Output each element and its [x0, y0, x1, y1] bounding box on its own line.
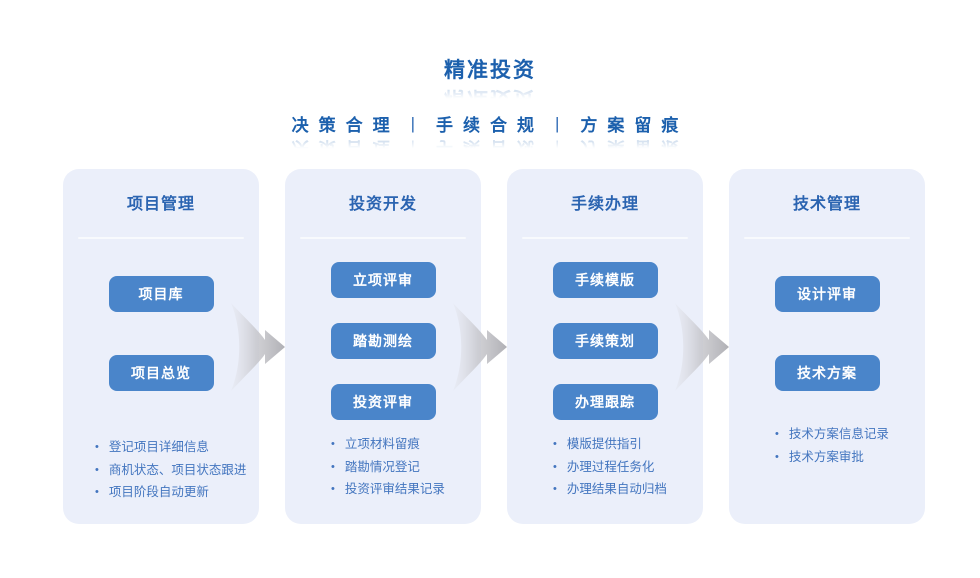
- pill-button[interactable]: 踏勘测绘: [330, 323, 436, 359]
- stage-title: 技术管理: [792, 196, 861, 213]
- subtitle-segment: 手续合规: [436, 116, 544, 135]
- divider: [300, 237, 466, 239]
- feature-bullet: 项目阶段自动更新: [95, 482, 246, 505]
- stage-title: 手续办理: [570, 196, 639, 213]
- pill-button[interactable]: 技术方案: [774, 355, 880, 391]
- pill-button[interactable]: 手续策划: [552, 323, 658, 359]
- pill-button[interactable]: 投资评审: [330, 384, 436, 420]
- feature-bullet: 模版提供指引: [553, 434, 667, 457]
- flow-arrow-icon: [453, 303, 507, 391]
- stage-card-project-management: 项目管理 项目库 项目总览 登记项目详细信息 商机状态、项目状态跟进 项目阶段自…: [63, 169, 259, 524]
- feature-list: 登记项目详细信息 商机状态、项目状态跟进 项目阶段自动更新: [95, 437, 247, 505]
- feature-bullet: 投资评审结果记录: [331, 479, 445, 502]
- subtitle-segment: 决策合理: [291, 116, 400, 135]
- feature-list: 模版提供指引 办理过程任务化 办理结果自动归档: [553, 434, 667, 502]
- subtitle-segment: 方案留痕: [580, 116, 689, 135]
- pill-button[interactable]: 立项评审: [330, 262, 436, 298]
- stage-title: 投资开发: [348, 196, 417, 213]
- feature-bullet: 商机状态、项目状态跟进: [95, 460, 247, 483]
- feature-bullet: 踏勘情况登记: [331, 457, 445, 480]
- pill-button[interactable]: 项目库: [108, 276, 214, 312]
- stage-card-procedure-handling: 手续办理 手续模版 手续策划 办理跟踪 模版提供指引 办理过程任务化 办理结果自…: [507, 169, 703, 524]
- feature-bullet: 技术方案信息记录: [775, 424, 889, 447]
- feature-bullet: 办理结果自动归档: [553, 479, 667, 502]
- feature-list: 立项材料留痕 踏勘情况登记 投资评审结果记录: [331, 434, 445, 502]
- feature-bullet: 登记项目详细信息: [95, 437, 246, 460]
- stage-title: 项目管理: [126, 196, 195, 213]
- pill-button[interactable]: 手续模版: [552, 262, 658, 298]
- divider: [744, 237, 910, 239]
- subtitle-separator: |: [555, 113, 560, 133]
- feature-list: 技术方案信息记录 技术方案审批: [775, 424, 889, 469]
- stage-card-investment-development: 投资开发 立项评审 踏勘测绘 投资评审 立项材料留痕 踏勘情况登记 投资评审结果…: [285, 169, 481, 524]
- pill-button[interactable]: 设计评审: [774, 276, 880, 312]
- divider: [522, 237, 688, 239]
- subtitle-separator: |: [410, 113, 415, 133]
- flow-arrow-icon: [675, 303, 729, 391]
- feature-bullet: 技术方案审批: [775, 447, 889, 470]
- pill-button[interactable]: 项目总览: [108, 355, 214, 391]
- flow-arrow-icon: [231, 303, 285, 391]
- divider: [78, 237, 244, 239]
- page-title: 精准投资: [444, 59, 536, 82]
- feature-bullet: 办理过程任务化: [553, 457, 667, 480]
- feature-bullet: 立项材料留痕: [331, 434, 445, 457]
- page-subtitle: 决策合理 | 手续合规 | 方案留痕: [0, 111, 980, 136]
- pill-button[interactable]: 办理跟踪: [552, 384, 658, 420]
- stage-card-technical-management: 技术管理 设计评审 技术方案 技术方案信息记录 技术方案审批: [729, 169, 925, 524]
